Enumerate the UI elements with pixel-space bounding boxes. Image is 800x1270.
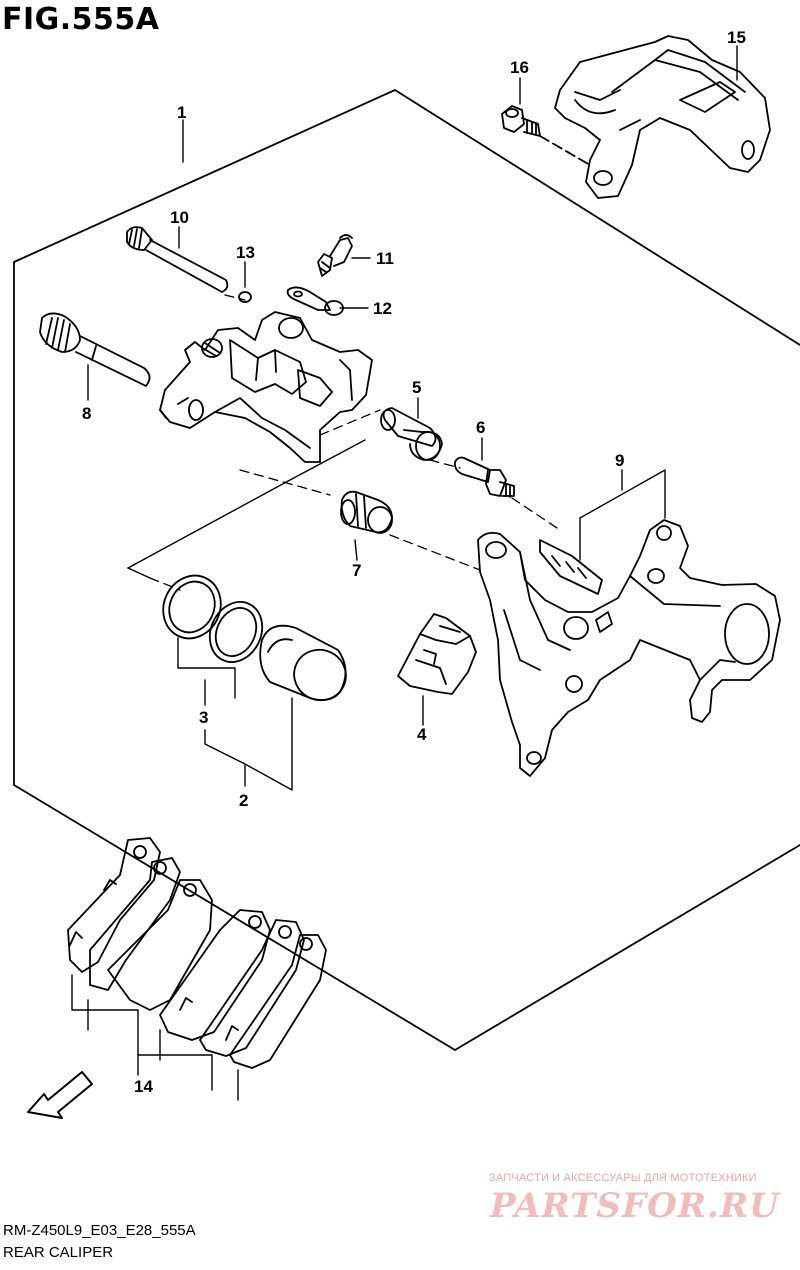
fwd-label: FWD xyxy=(53,1079,86,1109)
callout-8: 8 xyxy=(82,404,91,423)
callout-1: 1 xyxy=(177,103,186,122)
figure-subtitle: REAR CALIPER xyxy=(3,1244,114,1261)
callout-13: 13 xyxy=(236,243,255,262)
leader-lines xyxy=(71,45,738,1101)
caliper-body xyxy=(159,311,373,463)
callout-3: 3 xyxy=(199,708,208,727)
callout-2: 2 xyxy=(239,791,248,810)
cap-part-12 xyxy=(286,286,344,316)
callout-12: 12 xyxy=(373,299,392,318)
bracket-part-9 xyxy=(477,519,781,777)
bolt-part-16 xyxy=(501,105,591,166)
callout-4: 4 xyxy=(417,725,427,744)
o-ring-part-13 xyxy=(238,291,252,303)
piston-part-2 xyxy=(259,624,347,702)
sleeve-part-5 xyxy=(380,407,443,461)
pin-bolt-part-8 xyxy=(39,312,151,387)
figure-title: FIG.555A xyxy=(2,2,160,37)
callout-11: 11 xyxy=(376,249,394,268)
bleeder-part-11 xyxy=(317,234,353,277)
pad-spring-part-4 xyxy=(397,613,477,695)
pin-part-10 xyxy=(126,226,229,293)
callout-9: 9 xyxy=(615,451,624,470)
callout-14: 14 xyxy=(134,1077,153,1096)
watermark-logo: PARTSFOR.RU xyxy=(490,1186,780,1226)
boot-part-7 xyxy=(340,490,393,534)
watermark-tagline: ЗАПЧАСТИ И АКСЕССУАРЫ ДЛЯ МОТОТЕХНИКИ xyxy=(489,1172,757,1184)
callout-5: 5 xyxy=(412,378,421,397)
assembly-boundary xyxy=(13,89,800,346)
callout-10: 10 xyxy=(170,208,189,227)
callout-7: 7 xyxy=(352,561,361,580)
bracket-part-15 xyxy=(554,35,771,199)
brake-pads-part-14 xyxy=(67,837,327,1069)
dashed-alignment-lines xyxy=(149,294,561,591)
callout-16: 16 xyxy=(510,58,529,77)
sleeve-part-6 xyxy=(453,456,515,498)
callout-6: 6 xyxy=(476,418,485,437)
fwd-arrow-icon xyxy=(27,1071,93,1119)
figure-code: RM-Z450L9_E03_E28_555A xyxy=(3,1222,196,1239)
callout-15: 15 xyxy=(727,28,746,47)
seals-part-3 xyxy=(162,574,264,663)
